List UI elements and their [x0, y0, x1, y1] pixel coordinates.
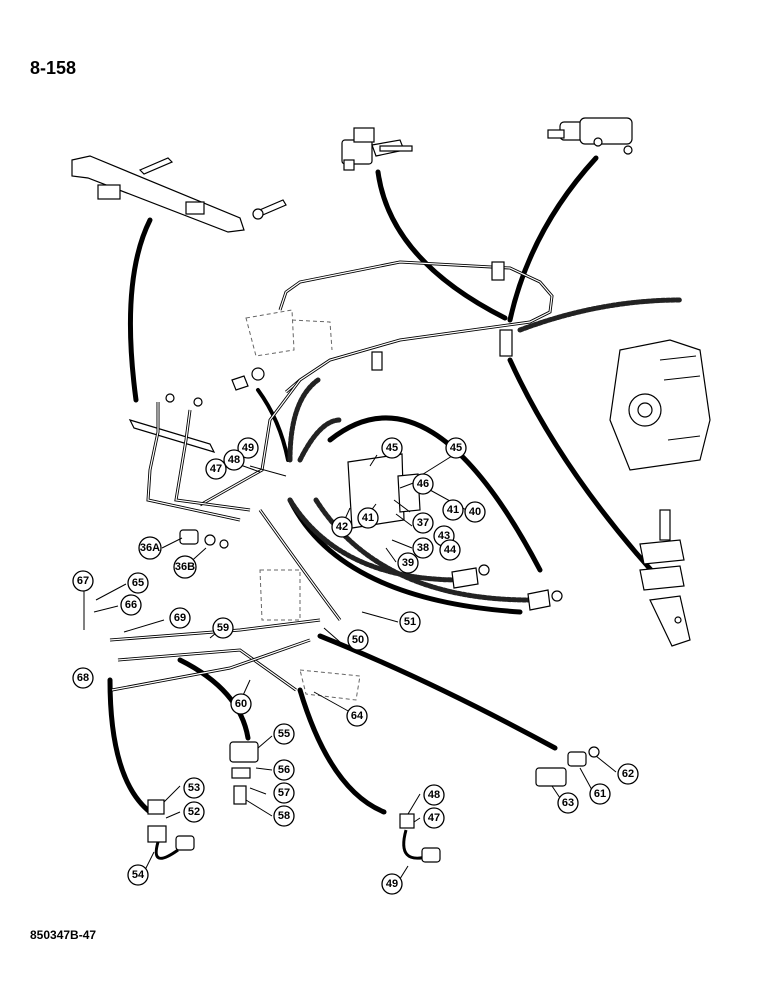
callout-47a: 47 [205, 458, 227, 480]
svg-text:68: 68 [77, 672, 89, 684]
callout-67: 67 [72, 570, 94, 592]
callout-41a: 41 [442, 499, 464, 521]
pipe-assembly [199, 260, 683, 507]
callout-41b: 41 [357, 507, 379, 529]
svg-text:48: 48 [428, 789, 440, 801]
callout-48a: 48 [223, 449, 245, 471]
lower-tubes [109, 569, 361, 701]
callout-66: 66 [120, 594, 142, 616]
callout-65: 65 [127, 572, 149, 594]
callout-60: 60 [230, 693, 252, 715]
callout-55: 55 [273, 723, 295, 745]
callout-38: 38 [412, 537, 434, 559]
svg-text:69: 69 [174, 612, 186, 624]
callout-57: 57 [273, 782, 295, 804]
callout-50: 50 [347, 629, 369, 651]
callout-59: 59 [212, 617, 234, 639]
svg-text:51: 51 [404, 616, 416, 628]
svg-text:55: 55 [278, 728, 290, 740]
svg-text:46: 46 [417, 478, 429, 490]
drawing-id: 850347B-47 [30, 928, 97, 942]
callout-leaders [83, 454, 617, 883]
callout-36a: 36A [138, 536, 162, 560]
callout-62: 62 [617, 763, 639, 785]
callout-49b: 49 [381, 873, 403, 895]
callout-45b: 45 [445, 437, 467, 459]
callout-68: 68 [72, 667, 94, 689]
callout-61: 61 [589, 783, 611, 805]
svg-text:54: 54 [132, 869, 145, 881]
callout-53: 53 [183, 777, 205, 799]
callout-69: 69 [169, 607, 191, 629]
svg-text:41: 41 [447, 504, 459, 516]
svg-text:63: 63 [562, 797, 574, 809]
callout-39: 39 [397, 552, 419, 574]
svg-text:44: 44 [444, 544, 457, 556]
fittings [147, 529, 600, 863]
callout-63: 63 [557, 792, 579, 814]
svg-text:50: 50 [352, 634, 364, 646]
svg-text:64: 64 [351, 710, 364, 722]
svg-text:66: 66 [125, 599, 137, 611]
svg-text:39: 39 [402, 557, 414, 569]
svg-text:40: 40 [469, 506, 481, 518]
callout-40: 40 [464, 501, 486, 523]
callout-56: 56 [273, 759, 295, 781]
leader-lines [107, 155, 663, 815]
tube-bracket [128, 367, 265, 522]
svg-text:62: 62 [622, 768, 634, 780]
svg-text:48: 48 [228, 454, 240, 466]
svg-text:36A: 36A [140, 542, 160, 554]
svg-text:37: 37 [417, 517, 429, 529]
callout-58: 58 [273, 805, 295, 827]
svg-text:47: 47 [428, 812, 440, 824]
svg-text:45: 45 [386, 442, 398, 454]
callout-51: 51 [399, 611, 421, 633]
svg-text:58: 58 [278, 810, 290, 822]
callout-48b: 48 [423, 784, 445, 806]
callout-45a: 45 [381, 437, 403, 459]
svg-text:56: 56 [278, 764, 290, 776]
solenoid-valve-large [547, 117, 633, 155]
svg-text:43: 43 [438, 530, 450, 542]
svg-text:57: 57 [278, 787, 290, 799]
svg-text:59: 59 [217, 622, 229, 634]
svg-text:45: 45 [450, 442, 462, 454]
callout-36b: 36B [173, 555, 197, 579]
callout-42: 42 [331, 516, 353, 538]
svg-text:41: 41 [362, 512, 374, 524]
svg-text:67: 67 [77, 575, 89, 587]
svg-text:38: 38 [417, 542, 429, 554]
svg-text:65: 65 [132, 577, 144, 589]
svg-text:52: 52 [188, 806, 200, 818]
svg-text:36B: 36B [175, 561, 195, 573]
callout-46: 46 [412, 473, 434, 495]
callout-47b: 47 [423, 807, 445, 829]
svg-text:53: 53 [188, 782, 200, 794]
svg-text:61: 61 [594, 788, 606, 800]
callout-37: 37 [412, 512, 434, 534]
svg-text:47: 47 [210, 463, 222, 475]
page-number: 8-158 [30, 58, 77, 78]
svg-text:49: 49 [242, 442, 254, 454]
right-bracket [639, 509, 691, 647]
solenoid-valve-small [341, 127, 413, 171]
mounting-bracket [71, 155, 287, 233]
callout-44: 44 [439, 539, 461, 561]
callout-54: 54 [127, 864, 149, 886]
hydraulic-pump [609, 339, 711, 471]
control-block [258, 377, 563, 621]
callout-49a: 49 [237, 437, 259, 459]
callout-64: 64 [346, 705, 368, 727]
svg-text:42: 42 [336, 521, 348, 533]
svg-text:60: 60 [235, 698, 247, 710]
callout-52: 52 [183, 801, 205, 823]
svg-text:49: 49 [386, 878, 398, 890]
